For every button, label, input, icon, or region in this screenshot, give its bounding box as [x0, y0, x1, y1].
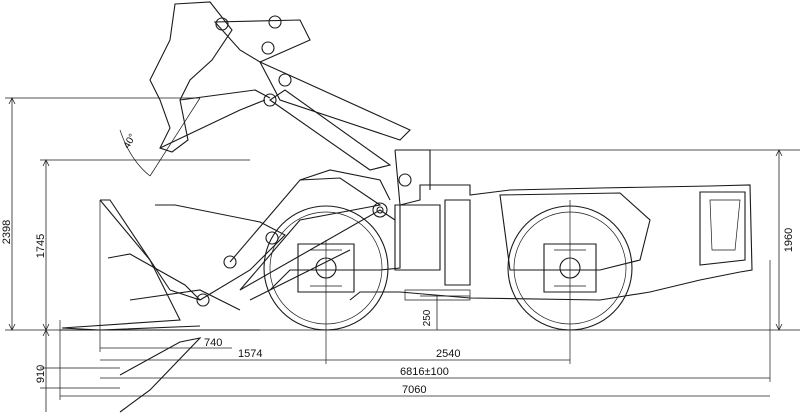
- boom-linkage: [229, 169, 412, 301]
- dim-740: 740: [99, 200, 232, 352]
- dim-910: 910: [35, 329, 50, 412]
- dim-6816-label: 6816±100: [400, 366, 449, 378]
- dim-2540: 2540: [326, 200, 571, 364]
- rear-wheel: [507, 205, 633, 331]
- dim-250: 250: [420, 295, 470, 330]
- dim-1960-label: 1960: [783, 228, 795, 252]
- dim-1960: 1960: [775, 149, 795, 331]
- dim-250-label: 250: [422, 309, 433, 326]
- dim-1574-label: 1574: [238, 348, 262, 360]
- loader-chassis: [269, 149, 753, 301]
- dim-740-label: 740: [204, 337, 222, 349]
- dim-1745-label: 1745: [35, 234, 47, 258]
- dim-1574: 1574: [100, 240, 327, 364]
- dim-910-label: 910: [35, 365, 47, 383]
- dim-1745: 1745: [35, 159, 50, 331]
- dim-7060-label: 7060: [402, 384, 426, 396]
- dump-angle-label: 40°: [122, 132, 139, 151]
- dim-2540-label: 2540: [436, 348, 460, 360]
- raised-bucket: 40°: [119, 1, 271, 177]
- dim-2398-label: 2398: [1, 220, 13, 244]
- front-wheel: [263, 205, 389, 331]
- lowered-bucket: [61, 199, 286, 413]
- dim-7060: 7060: [59, 320, 770, 400]
- raised-boom: [213, 15, 411, 171]
- dim-6816: 6816±100: [100, 260, 771, 382]
- dim-2398: 2398: [1, 97, 16, 331]
